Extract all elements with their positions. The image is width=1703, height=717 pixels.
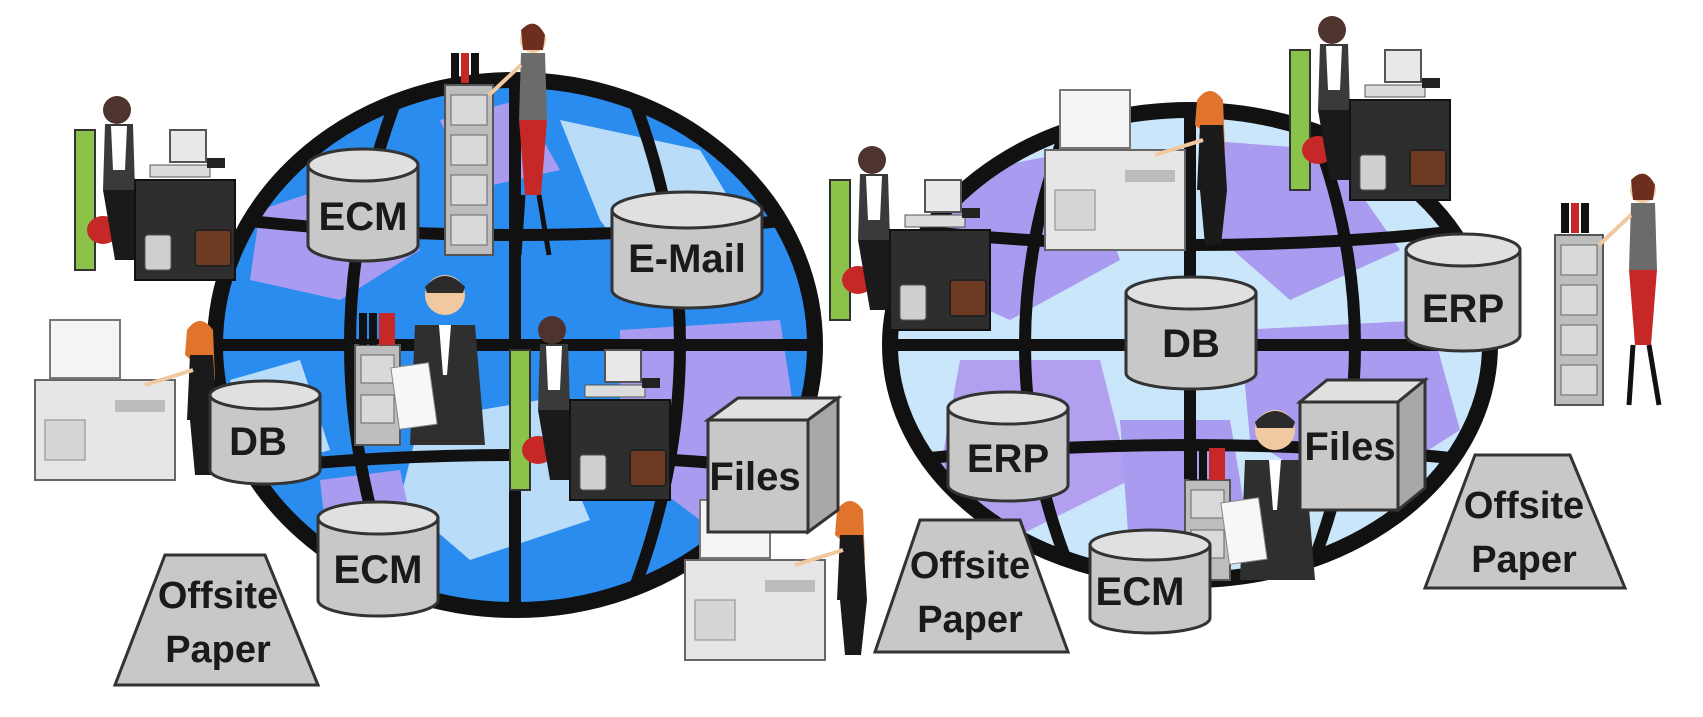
erp-label: ERP [967, 437, 1049, 481]
offsite-label-line2: Paper [917, 599, 1023, 641]
ecm-cylinder-bottom-left: ECM [316, 500, 440, 618]
erp-cylinder-top-right: ERP [1404, 232, 1522, 353]
ecm-label: ECM [1096, 570, 1185, 614]
offsite-label-line2: Paper [1471, 539, 1577, 581]
email-label: E-Mail [628, 237, 746, 281]
files-label: Files [1304, 425, 1395, 469]
erp-label: ERP [1422, 287, 1504, 331]
desk-worker-figure [74, 95, 236, 281]
db-cylinder-right: DB [1124, 275, 1258, 391]
erp-cylinder-left: ERP [946, 390, 1070, 503]
offsite-paper-left: Offsite Paper [112, 553, 321, 687]
db-label: DB [1162, 322, 1220, 366]
offsite-paper-middle: Offsite Paper [872, 518, 1071, 654]
ecm-cylinder-top-left: ECM [306, 147, 420, 263]
files-box-right: Files [1295, 376, 1430, 514]
offsite-label-line1: Offsite [1464, 485, 1584, 527]
cabinet-woman-figure [1555, 174, 1659, 405]
ecm-label: ECM [319, 195, 408, 239]
offsite-label-line2: Paper [165, 629, 271, 671]
db-cylinder-left: DB [208, 379, 322, 486]
db-label: DB [229, 420, 287, 464]
copier-woman-figure [33, 318, 219, 482]
files-label: Files [709, 455, 800, 499]
ecm-cylinder-right: ECM [1088, 528, 1212, 635]
ecm-label: ECM [334, 548, 423, 592]
email-cylinder: E-Mail [610, 190, 764, 310]
files-box-left: Files [703, 395, 843, 535]
offsite-label-line1: Offsite [158, 575, 278, 617]
offsite-label-line1: Offsite [910, 545, 1030, 587]
desk-worker-figure [829, 145, 991, 331]
offsite-paper-right: Offsite Paper [1422, 453, 1628, 590]
